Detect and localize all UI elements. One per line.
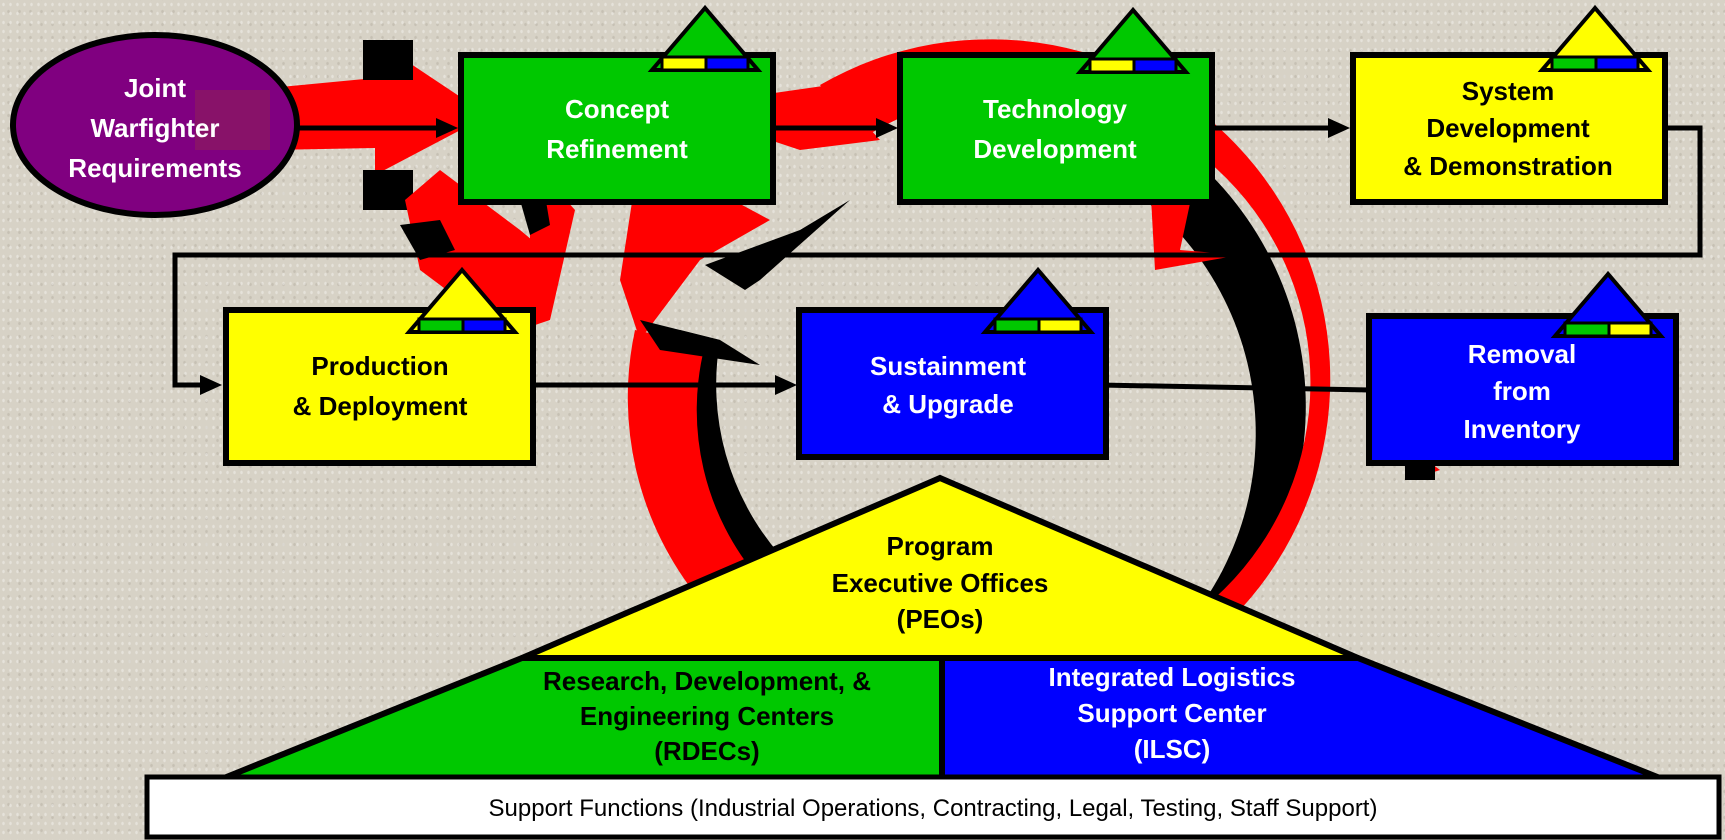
concept-box: [458, 52, 776, 205]
concept-line1: Concept: [565, 94, 669, 124]
sdd-status-triangle: [1537, 4, 1653, 72]
flow-black-tab-bottom: [363, 170, 413, 210]
requirements-line1: Joint: [124, 73, 186, 103]
cycle-black-wedge: [705, 200, 850, 290]
concept-line2: Refinement: [546, 134, 688, 164]
ilsc-line2: Support Center: [1077, 698, 1266, 728]
arrowhead-sustainment: [775, 375, 797, 395]
technology-line1: Technology: [983, 94, 1128, 124]
peo-line2: Executive Offices: [832, 568, 1049, 598]
production-status-triangle: [404, 266, 520, 334]
sustainment-to-removal-line: [1099, 382, 1371, 393]
removal-box: [1366, 313, 1679, 466]
requirements-ellipse: [10, 32, 300, 218]
phase-removal-from-inventory: Removal from Inventory: [1366, 270, 1679, 466]
organization-pyramid: Program Executive Offices (PEOs) Researc…: [222, 474, 1662, 781]
arrowhead-sdd: [1328, 118, 1350, 138]
flow-connectors: [172, 125, 1703, 393]
removal-line2: from: [1493, 376, 1551, 406]
arrowhead-tech: [876, 118, 898, 138]
flow-arrowheads: [200, 118, 1350, 395]
sdd-box: [1350, 52, 1668, 205]
sustainment-line2: & Upgrade: [882, 389, 1013, 419]
sustainment-status-triangle: [980, 266, 1096, 334]
peo-line1: Program: [887, 531, 994, 561]
requirements-line2: Warfighter: [90, 113, 219, 143]
sustainment-line1: Sustainment: [870, 351, 1026, 381]
cycle-arc-main: [820, 39, 1331, 625]
peo-line3: (PEOs): [897, 604, 984, 634]
production-feedback-flow: [405, 170, 550, 320]
ilsc-line1: Integrated Logistics: [1048, 662, 1295, 692]
requirements-inner-highlight: [195, 90, 270, 150]
phase-technology-development: Technology Development: [897, 6, 1215, 205]
sdd-line1: System: [1462, 76, 1555, 106]
ilsc-line3: (ILSC): [1134, 734, 1211, 764]
removal-line1: Removal: [1468, 339, 1576, 369]
requirements-flow: [270, 40, 470, 175]
arrowhead-production: [200, 375, 222, 395]
production-feedback-shadow: [400, 220, 455, 260]
support-functions-bar: Support Functions (Industrial Operations…: [144, 774, 1722, 840]
production-box: [223, 307, 536, 466]
sdd-to-production-line: [172, 125, 1703, 388]
rdec-line2: Engineering Centers: [580, 701, 834, 731]
support-functions-text: Support Functions (Industrial Operations…: [489, 795, 1378, 822]
production-line2: & Deployment: [293, 391, 468, 421]
cycle-arc-shadow: [1055, 95, 1306, 600]
flow-black-tab-top: [363, 40, 413, 80]
arrowhead-concept: [436, 118, 458, 138]
technology-status-triangle: [1075, 6, 1191, 74]
support-functions-box: [144, 774, 1722, 840]
rdec-line1: Research, Development, &: [543, 666, 871, 696]
requirements-line3: Requirements: [68, 153, 241, 183]
phase-sustainment-upgrade: Sustainment & Upgrade: [796, 266, 1109, 460]
production-line1: Production: [311, 351, 448, 381]
sdd-line2: Development: [1426, 113, 1590, 143]
technology-box: [897, 52, 1215, 205]
cycle-arc-lower-left: [627, 330, 760, 600]
sustainment-box: [796, 307, 1109, 460]
technology-line2: Development: [973, 134, 1137, 164]
phase-system-development-demonstration: System Development & Demonstration: [1350, 4, 1668, 205]
cycle-black-wedge-2: [640, 320, 760, 365]
removal-status-triangle: [1550, 270, 1666, 338]
concept-status-triangle: [647, 4, 763, 72]
phase-production-deployment: Production & Deployment: [223, 266, 536, 466]
sdd-line3: & Demonstration: [1403, 151, 1612, 181]
removal-line3: Inventory: [1463, 414, 1581, 444]
phase-concept-refinement: Concept Refinement: [458, 4, 776, 205]
red-circular-flow: [270, 39, 1440, 625]
rdec-line3: (RDECs): [654, 736, 759, 766]
joint-warfighter-requirements: Joint Warfighter Requirements: [10, 32, 300, 218]
